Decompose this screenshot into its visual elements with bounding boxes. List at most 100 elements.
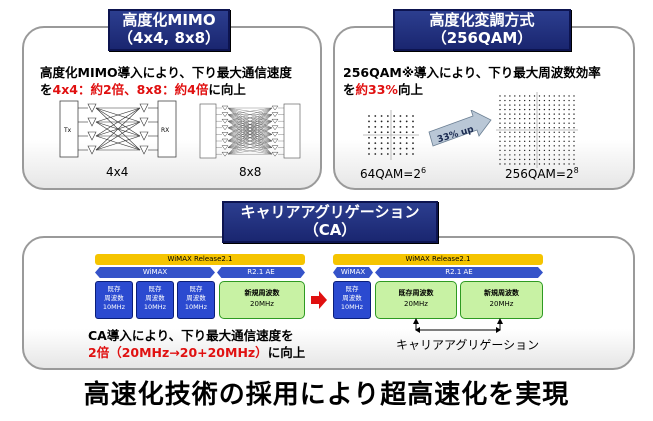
- qam256-point: [563, 163, 565, 165]
- qam256-point: [519, 113, 521, 115]
- qam256-point: [553, 158, 555, 161]
- qam256-point: [543, 149, 546, 152]
- qam256-point: [573, 149, 575, 152]
- antenna-icon: [271, 138, 279, 144]
- qam256-point: [548, 136, 551, 138]
- antenna-icon: [221, 125, 229, 131]
- qam256-point: [523, 108, 526, 111]
- qam256-point: [514, 154, 516, 156]
- qam256-point: [548, 127, 551, 129]
- qam256-point: [533, 145, 536, 147]
- qam256-point: [533, 140, 536, 143]
- qam256-point: [528, 163, 531, 165]
- qam256-point: [499, 149, 501, 152]
- qam256-point: [523, 127, 526, 129]
- qam256-point: [514, 99, 516, 102]
- qam256-point: [553, 108, 555, 111]
- qam256-point: [548, 117, 551, 120]
- qam64-point: [412, 142, 414, 145]
- qam256-point: [568, 140, 570, 143]
- qam256-point: [553, 104, 555, 106]
- qam256-point: [514, 122, 516, 124]
- aggregation-bracket: [413, 318, 503, 333]
- qam256-point: [509, 113, 511, 115]
- qam64-point: [405, 125, 408, 128]
- qam256-point: [568, 104, 570, 106]
- qam256-point: [523, 104, 526, 106]
- ca-desc-line1: CA導入により、下り最大通信速度を: [88, 328, 294, 343]
- qam256-point: [553, 127, 555, 129]
- qam256-point: [538, 158, 541, 161]
- qam256-point: [573, 145, 575, 147]
- mimo-4x4-diagram: Tx RX: [59, 100, 177, 158]
- qam64-point: [412, 153, 414, 155]
- antenna-icon: [271, 145, 279, 151]
- qam256-point: [533, 108, 536, 111]
- qam256-point: [519, 122, 521, 124]
- qam256-point: [538, 145, 541, 147]
- mimo-title: 高度化MIMO （4x4, 8x8）: [108, 9, 230, 51]
- antenna-icon: [221, 132, 229, 137]
- qam256-point: [509, 136, 511, 138]
- qam256-point: [568, 122, 570, 124]
- antenna-icon: [271, 105, 279, 111]
- qam64-point: [386, 131, 389, 134]
- qam64-point: [412, 131, 414, 134]
- qam256-point: [543, 95, 546, 97]
- qam256-point: [509, 154, 511, 156]
- qam256-point: [573, 122, 575, 124]
- qam256-point: [528, 113, 531, 115]
- qam256-point: [538, 149, 541, 152]
- qam256-point: [558, 122, 560, 124]
- qam256-point: [533, 117, 536, 120]
- qam64-point: [368, 142, 370, 145]
- qam256-point: [538, 127, 541, 129]
- mimo-desc-highlight: 4x4：約2倍、8x8：約4倍: [52, 82, 209, 97]
- qam256-point: [568, 163, 570, 165]
- qam64-point: [386, 153, 389, 155]
- qam256-point: [519, 108, 521, 111]
- qam64-point: [374, 153, 377, 155]
- release-bar-right: WiMAX Release2.1: [333, 254, 543, 265]
- qam64-point: [393, 115, 396, 117]
- qam256-point: [504, 136, 506, 138]
- qam256-point: [548, 108, 551, 111]
- label-8x8: 8x8: [239, 165, 262, 179]
- qam256-point: [533, 99, 536, 102]
- qam256-point: [558, 136, 560, 138]
- qam64-point: [412, 120, 414, 123]
- qam256-point: [548, 163, 551, 165]
- qam256-point: [543, 117, 546, 120]
- qam256-point: [528, 95, 531, 97]
- qam256-point: [553, 99, 555, 102]
- qam256-point: [543, 104, 546, 106]
- antenna-icon: [271, 151, 279, 157]
- qam256-point: [519, 145, 521, 147]
- qam256-point: [568, 108, 570, 111]
- qam64-point: [412, 136, 414, 139]
- qam256-point: [543, 145, 546, 147]
- qam256-point: [528, 122, 531, 124]
- qam256-point: [504, 113, 506, 115]
- qam256-point: [553, 117, 555, 120]
- qam256-point: [553, 140, 555, 143]
- qam256-point: [514, 149, 516, 152]
- qam64-point: [368, 115, 370, 117]
- modulation-desc-line2: を約33%向上: [343, 82, 423, 97]
- qam256-point: [499, 154, 501, 156]
- qam256-point: [504, 154, 506, 156]
- antenna-icon: [221, 118, 229, 124]
- qam256-point: [519, 149, 521, 152]
- qam256-point: [504, 117, 506, 120]
- qam256-point: [528, 145, 531, 147]
- modulation-desc-line1: 256QAM※導入により、下り最大周波数効率: [343, 65, 601, 80]
- wimax-bar-left: WiMAX: [95, 267, 215, 278]
- qam64-point: [399, 125, 402, 128]
- qam64-point: [399, 147, 402, 150]
- qam256-point: [543, 113, 546, 115]
- qam256-point: [543, 154, 546, 156]
- qam256-point: [543, 136, 546, 138]
- antenna-icon: [221, 145, 229, 151]
- qam64-point: [393, 131, 396, 134]
